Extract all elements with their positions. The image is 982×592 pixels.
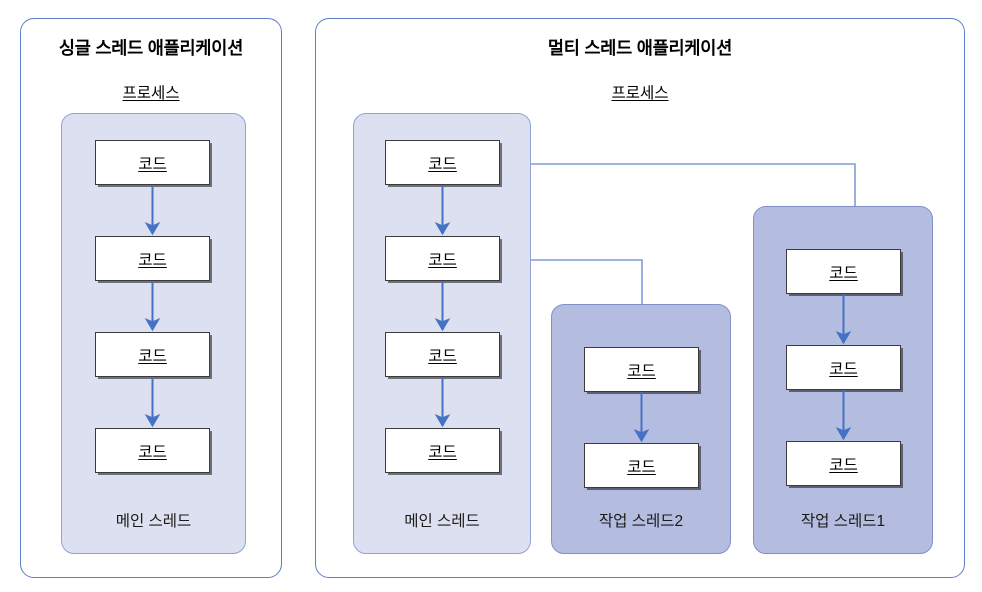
multi-main-thread-panel: 코드 코드 코드 코드 메인 스레드 <box>353 113 531 554</box>
code-block: 코드 <box>385 236 500 281</box>
code-block-label: 코드 <box>428 347 457 365</box>
code-block: 코드 <box>385 140 500 185</box>
multi-thread-process-label: 프로세스 <box>611 85 669 102</box>
worker-thread-1-label: 작업 스레드1 <box>800 513 886 530</box>
single-main-thread-label: 메인 스레드 <box>115 513 192 530</box>
code-block-label: 코드 <box>627 362 656 380</box>
code-block: 코드 <box>95 236 210 281</box>
code-block: 코드 <box>385 332 500 377</box>
single-thread-process-label: 프로세스 <box>122 85 180 102</box>
code-block: 코드 <box>95 140 210 185</box>
code-block: 코드 <box>584 347 699 392</box>
code-block: 코드 <box>786 441 901 486</box>
single-main-thread-panel: 코드 코드 코드 코드 메인 스레드 <box>61 113 246 554</box>
code-block-label: 코드 <box>138 443 167 461</box>
code-block-label: 코드 <box>428 251 457 269</box>
code-block: 코드 <box>385 428 500 473</box>
code-block: 코드 <box>786 249 901 294</box>
code-block: 코드 <box>786 345 901 390</box>
multi-thread-application-container: 멀티 스레드 애플리케이션 프로세스 코드 코드 코드 <box>315 18 965 578</box>
multi-main-thread-label: 메인 스레드 <box>404 513 480 530</box>
worker-thread-2-label: 작업 스레드2 <box>598 513 684 530</box>
code-block-label: 코드 <box>138 251 167 269</box>
code-block-label: 코드 <box>138 155 167 173</box>
code-block-label: 코드 <box>428 155 457 173</box>
code-block: 코드 <box>95 332 210 377</box>
code-block-label: 코드 <box>829 360 858 378</box>
worker-thread-2-panel: 코드 코드 작업 스레드2 <box>551 304 731 554</box>
code-block-label: 코드 <box>829 264 858 282</box>
code-block-label: 코드 <box>627 458 656 476</box>
code-block-label: 코드 <box>138 347 167 365</box>
worker-thread-1-panel: 코드 코드 코드 작업 스레드1 <box>753 206 933 554</box>
code-block: 코드 <box>95 428 210 473</box>
multi-thread-application-title: 멀티 스레드 애플리케이션 <box>547 38 733 58</box>
code-block-label: 코드 <box>428 443 457 461</box>
single-thread-application-title: 싱글 스레드 애플리케이션 <box>58 38 244 58</box>
code-block: 코드 <box>584 443 699 488</box>
code-block-label: 코드 <box>829 456 858 474</box>
single-thread-application-container: 싱글 스레드 애플리케이션 프로세스 코드 코드 코드 코드 메인 스레드 <box>20 18 282 578</box>
